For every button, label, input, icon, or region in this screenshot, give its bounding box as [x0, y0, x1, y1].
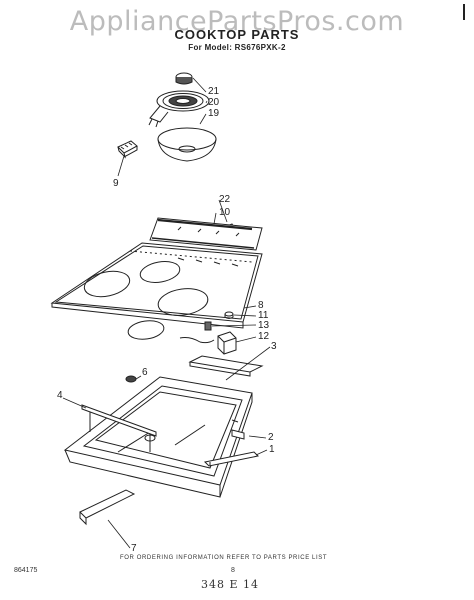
callout-19: 19: [208, 108, 220, 119]
part-10-control-panel: [149, 217, 263, 251]
part-7-rear-panel: [79, 489, 136, 526]
part-21-knob: [175, 72, 193, 85]
callout-1: 1: [269, 444, 275, 455]
watermark-text: AppliancePartsPros.com: [69, 6, 405, 37]
callout-12: 12: [258, 331, 270, 342]
callout-4: 4: [57, 390, 63, 401]
part-3-bracket: [188, 355, 264, 377]
part-19-drip-bowl: [157, 127, 217, 162]
callout-11: 11: [258, 310, 269, 321]
part-2-burner-box: [63, 376, 253, 498]
part-20-surface-element: [148, 90, 210, 128]
page-number: 8: [231, 567, 235, 574]
callout-20: 20: [208, 97, 220, 108]
callout-13: 13: [258, 320, 270, 331]
callout-7: 7: [131, 543, 137, 554]
callout-22: 22: [219, 194, 231, 205]
callout-3: 3: [271, 341, 277, 352]
part-13-screw: [204, 321, 212, 331]
page-title: COOKTOP PARTS: [174, 27, 300, 42]
callout-21: 21: [208, 86, 220, 97]
callout-8: 8: [258, 300, 264, 311]
callout-6: 6: [142, 367, 148, 378]
callout-10: 10: [219, 207, 231, 218]
part-8-cooktop: [50, 242, 263, 340]
part-1-bracket: [203, 451, 260, 467]
part-12-switch: [179, 331, 237, 355]
callout-9: 9: [113, 178, 119, 189]
model-subtitle: For Model: RS676PXK-2: [188, 43, 286, 52]
handwritten-note: 348 E 14: [201, 578, 260, 591]
text-cursor-mark: [463, 4, 465, 20]
doc-code: 864175: [14, 567, 38, 574]
part-4-support-rod: [81, 404, 157, 452]
part-9-receptacle: [117, 140, 138, 159]
ordering-note: FOR ORDERING INFORMATION REFER TO PARTS …: [120, 555, 328, 561]
leader-lines: [62, 77, 271, 549]
part-6-grommet: [125, 375, 137, 383]
part-11-clip: [224, 311, 234, 319]
callout-2: 2: [268, 432, 274, 443]
